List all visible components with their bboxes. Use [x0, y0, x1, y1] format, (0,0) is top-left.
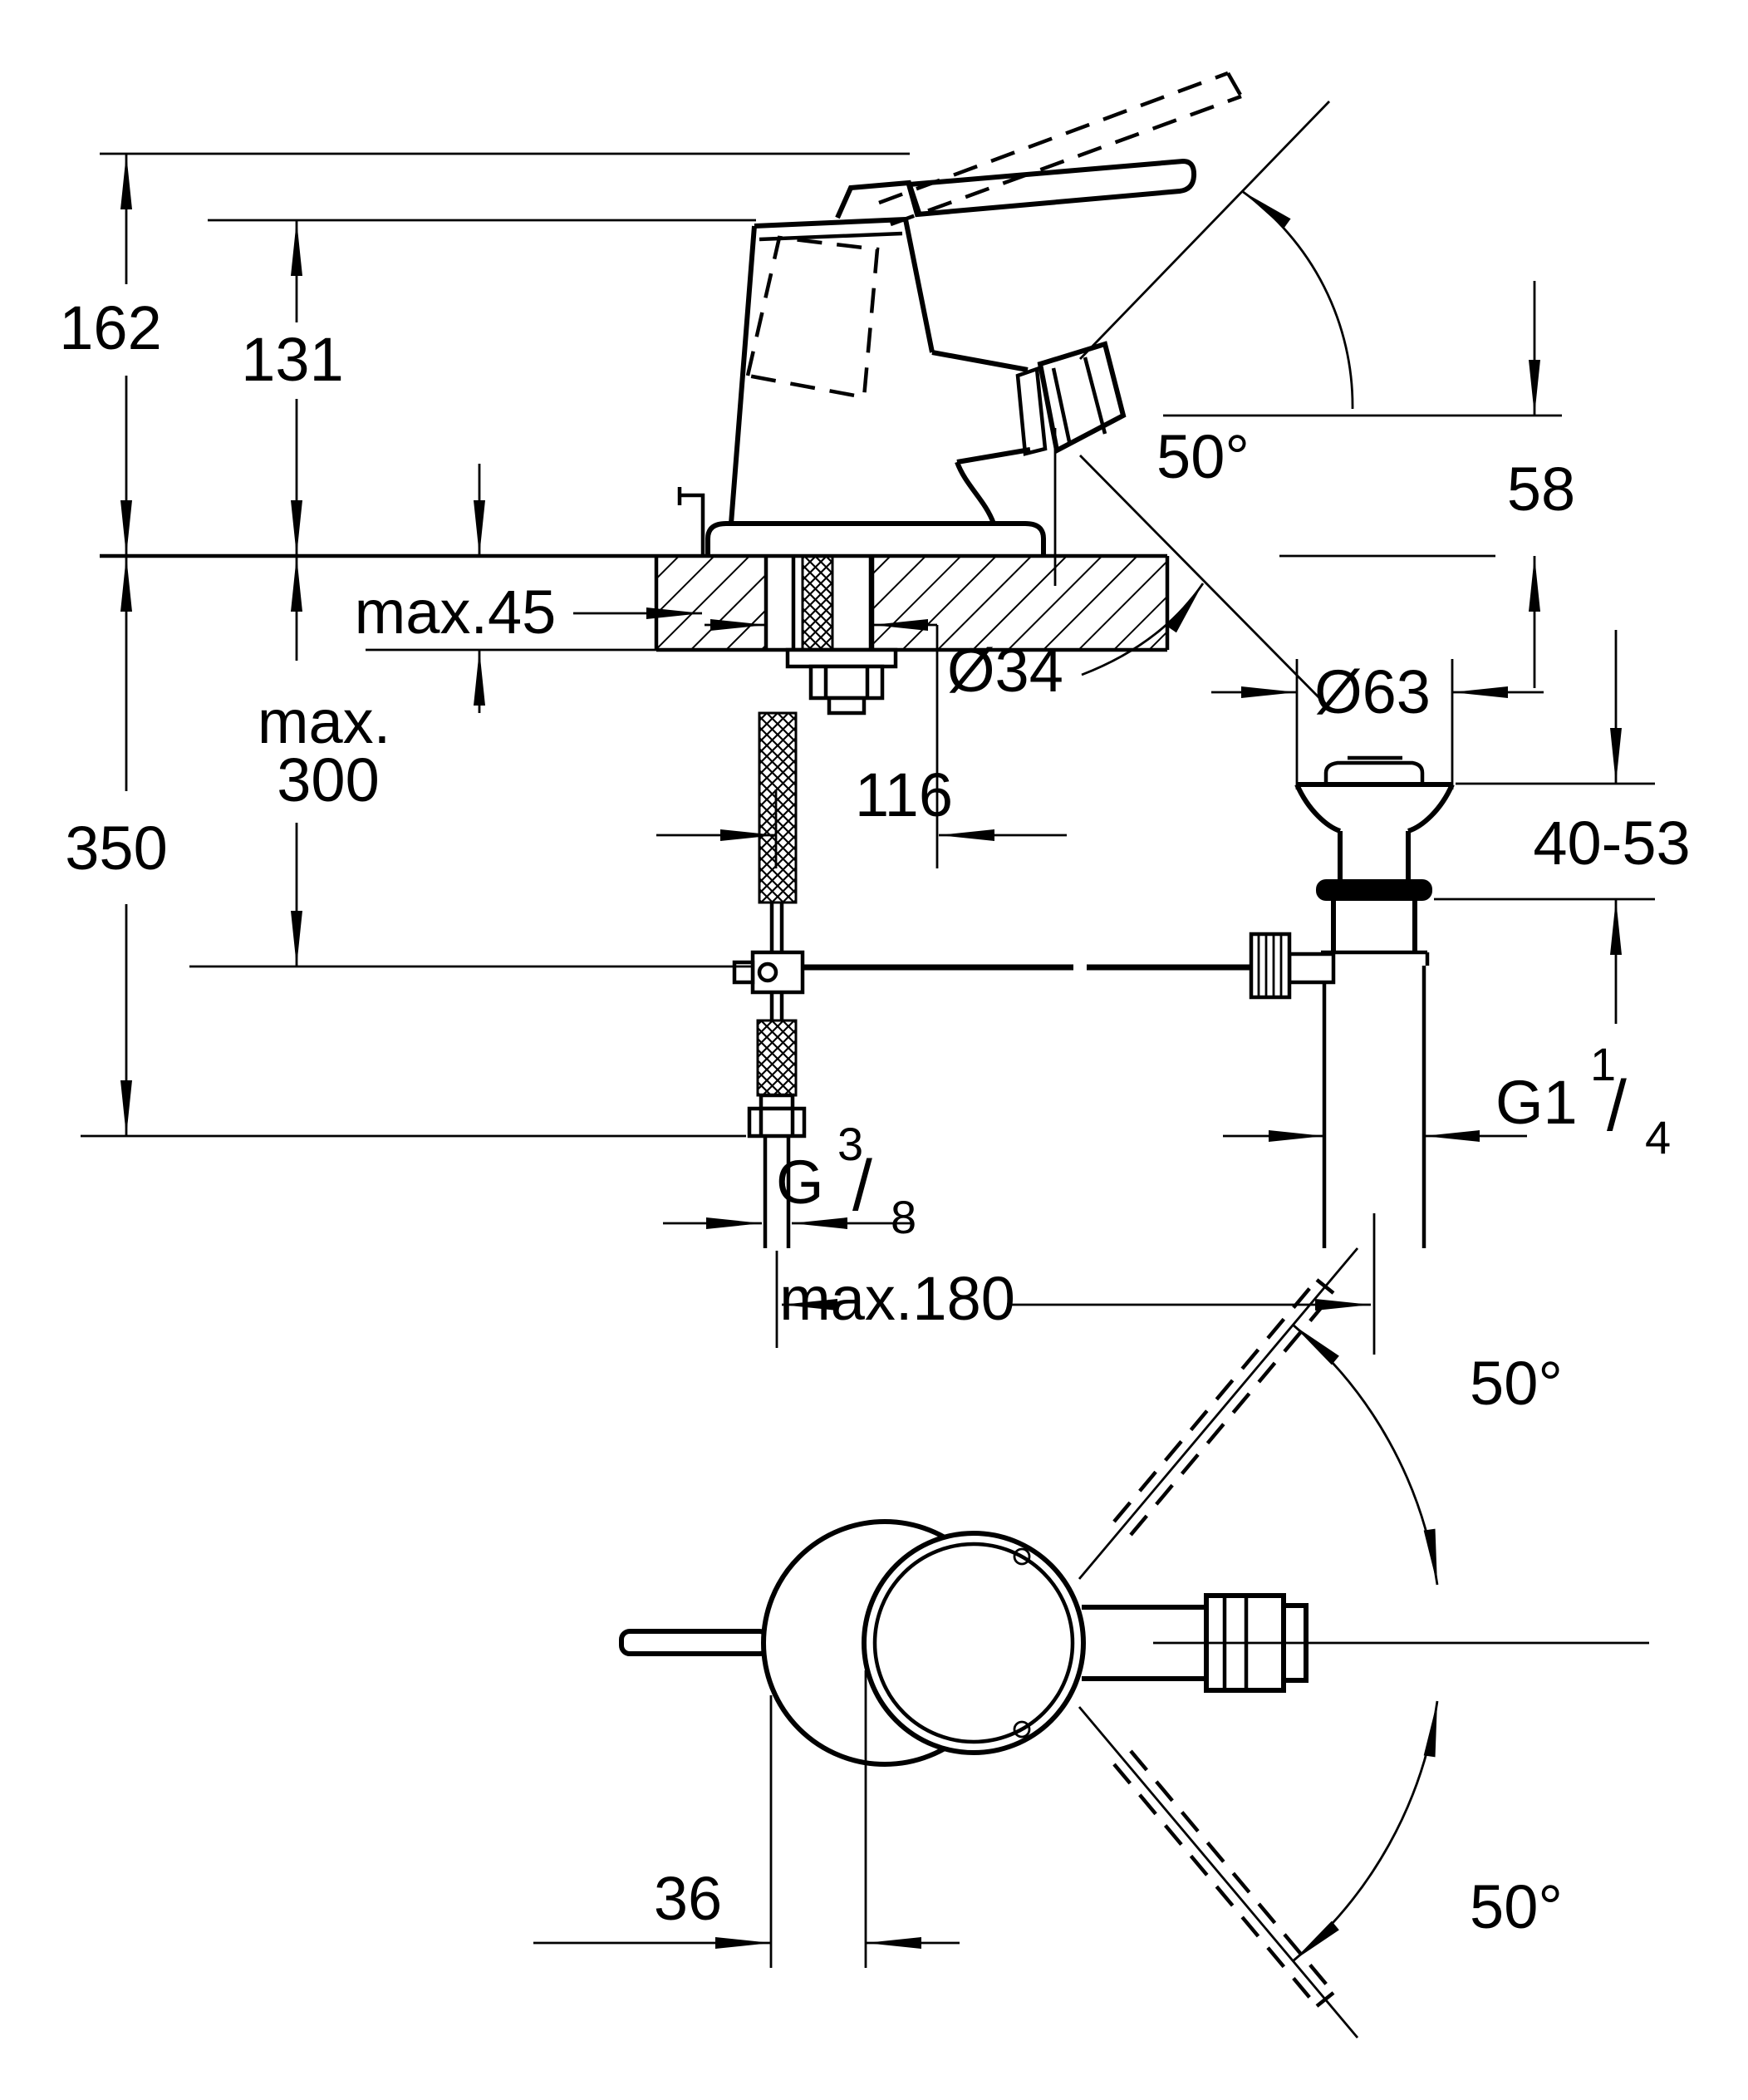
- deck-hatch-left: [656, 556, 766, 650]
- swivel-construction: 50° 50°: [1078, 1247, 1649, 2039]
- braided-hose-lower: [756, 1019, 798, 1097]
- dim-drain-thread-g114: G1 1 / 4: [1495, 1038, 1671, 1163]
- dim-supply-thread-g38: G 3 / 8: [776, 1118, 916, 1243]
- dim-reach-max180: max.180: [779, 1264, 1015, 1333]
- svg-text:3: 3: [837, 1118, 863, 1170]
- braided-hose-in-hole: [801, 554, 834, 652]
- knob-stem: [1287, 952, 1336, 985]
- mounting-washer: [785, 647, 898, 669]
- swivel-leg-up: [1078, 1247, 1359, 1580]
- dimensions-main: 162 131 350 max. 300 max.45 Ø34 50°: [59, 152, 1691, 1333]
- dim-offset-116: 116: [855, 760, 953, 829]
- swivel-leg-down: [1078, 1706, 1359, 2039]
- angle-arc-lower: [1081, 583, 1205, 676]
- dim-height-162: 162: [59, 293, 161, 362]
- swivel-arc-down: [1292, 1700, 1439, 1963]
- screw-top: [1013, 1547, 1031, 1566]
- deck-hatch-right: [872, 556, 1167, 650]
- faucet-body: [677, 217, 1046, 556]
- angle-arc-upper: [1241, 189, 1354, 410]
- dim-depth-350: 350: [65, 814, 167, 883]
- dim-swivel-up-50: 50°: [1470, 1349, 1563, 1418]
- braided-hose-upper: [758, 711, 798, 904]
- faucet-base: [705, 521, 1046, 556]
- svg-text:4: 4: [1645, 1111, 1671, 1163]
- lever-pivot-dome: [835, 180, 921, 219]
- dim-hole-dia34: Ø34: [947, 636, 1063, 705]
- hose-collar: [759, 1093, 795, 1111]
- cartridge-inner-circle: [872, 1542, 1075, 1744]
- dim-height-131: 131: [241, 325, 343, 394]
- screw-bottom: [1013, 1720, 1031, 1739]
- handle-lever-dashed: [745, 71, 1243, 400]
- dim-max300-word: max.: [258, 687, 390, 756]
- svg-text:/: /: [1607, 1066, 1627, 1146]
- dim-spout-angle-50: 50°: [1156, 422, 1250, 491]
- under-deck-plumbing: [732, 554, 1251, 1348]
- top-view-body: [619, 1519, 1309, 1767]
- spout-nozzle: [1015, 341, 1127, 456]
- spout-top: [931, 350, 1029, 372]
- dim-spout-height-58: 58: [1507, 455, 1575, 524]
- dim-deck-max45: max.45: [355, 578, 557, 647]
- shank-end: [827, 696, 867, 716]
- popup-waste-assembly: [1249, 755, 1455, 1355]
- dim-handle-offset-36: 36: [654, 1864, 722, 1933]
- mounting-nut: [808, 664, 885, 701]
- dim-max300-value: 300: [277, 745, 379, 814]
- seal-ring: [1316, 879, 1432, 901]
- push-button-cap: [1323, 760, 1425, 784]
- main-view-side-elevation: 162 131 350 max. 300 max.45 Ø34 50°: [59, 71, 1691, 1355]
- lever-arm: [906, 158, 1197, 218]
- top-view-plan: 50° 50° 36: [533, 1247, 1649, 2039]
- dimension-36: 36: [533, 1670, 960, 1968]
- svg-text:/: /: [852, 1146, 872, 1226]
- dim-clamp-range-4053: 40-53: [1533, 809, 1690, 878]
- svg-text:G: G: [776, 1148, 824, 1217]
- g38-union-nut: [747, 1106, 807, 1139]
- dim-swivel-down-50: 50°: [1470, 1872, 1563, 1941]
- dim-flange-dia63: Ø63: [1314, 657, 1431, 726]
- angle-leg-up: [1078, 101, 1331, 360]
- lever-grip-dashed: [745, 235, 880, 400]
- handle-lever-solid: [835, 158, 1197, 219]
- svg-text:G1: G1: [1495, 1068, 1578, 1137]
- spout-angle-construction: [1053, 101, 1354, 709]
- svg-text:8: 8: [891, 1191, 916, 1243]
- svg-text:1: 1: [1590, 1038, 1616, 1090]
- popup-rod-hook: [677, 487, 705, 556]
- knurled-knob: [1249, 932, 1292, 1000]
- spout-bottom: [956, 447, 1031, 465]
- handle-lever-top: [619, 1629, 770, 1656]
- cartridge-outer-circle: [862, 1531, 1086, 1755]
- angle-leg-down: [1079, 455, 1330, 709]
- swivel-arc-up: [1292, 1323, 1439, 1586]
